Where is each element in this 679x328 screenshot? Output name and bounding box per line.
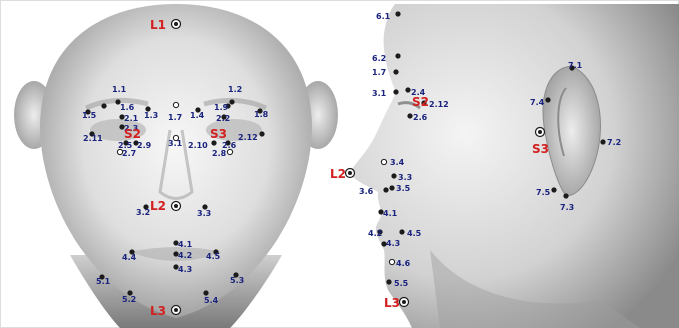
frontal-point-5-4-label: 5.4 (204, 296, 219, 305)
frontal-point-2-7-label: 2.7 (122, 149, 136, 158)
frontal-point-4-3-label: 4.3 (178, 265, 192, 274)
frontal-point-2-11-label: 2.11 (83, 134, 103, 143)
profile-point-4-6-marker (389, 259, 394, 264)
frontal-point-1-5-label: 1.5 (82, 111, 97, 120)
frontal-point-1-2-label: 1.2 (228, 85, 242, 94)
frontal-point-1-7-label: 1.7 (168, 113, 182, 122)
frontal-point-5-2-label: 5.2 (122, 295, 136, 304)
profile-point-5-5-marker (387, 280, 392, 285)
profile-point-3-5-label: 3.5 (396, 184, 411, 193)
profile-point-2-6-label: 2.6 (413, 113, 428, 122)
frontal-s2-label: S2 (124, 127, 141, 141)
frontal-point-5-3-label: 5.3 (230, 276, 244, 285)
frontal-point-1-6-marker (102, 104, 107, 109)
profile-point-4-3-label: 4.3 (386, 239, 400, 248)
profile-point-7-3-marker (564, 194, 569, 199)
profile-point-5-5-label: 5.5 (394, 279, 409, 288)
frontal-l3-target-center (174, 308, 178, 312)
profile-point-3-6-marker (384, 188, 389, 193)
profile-point-7-4-marker (546, 98, 551, 103)
profile-s3-target-center (538, 130, 542, 134)
profile-point-4-5-marker (400, 230, 405, 235)
profile-point-7-3-label: 7.3 (560, 203, 574, 212)
frontal-point-1-9-label: 1.9 (214, 103, 229, 112)
frontal-l1-target-center (174, 22, 178, 26)
frontal-l2-label: L2 (150, 199, 166, 213)
profile-point-3-1-label: 3.1 (372, 89, 387, 98)
frontal-point-4-5-label: 4.5 (206, 252, 221, 261)
frontal-point-1-2-marker (230, 100, 235, 105)
frontal-point-4-2-label: 4.2 (178, 251, 192, 260)
profile-point-7-2-label: 7.2 (607, 138, 621, 147)
frontal-l3-label: L3 (150, 304, 166, 318)
frontal-point-1-3-label: 1.3 (144, 111, 158, 120)
frontal-point-1-8-label: 1.8 (254, 110, 269, 119)
profile-point-4-6-label: 4.6 (396, 259, 411, 268)
frontal-l2-target-center (174, 204, 178, 208)
frontal-point-2-10-label: 2.10 (188, 141, 208, 150)
frontal-point-1-7-marker (173, 102, 178, 107)
frontal-point-2-12-label: 2.12 (238, 133, 258, 142)
profile-point-2-4-marker (406, 88, 411, 93)
frontal-point-4-4-label: 4.4 (122, 253, 137, 262)
profile-point-7-5-marker (552, 188, 557, 193)
profile-l3-target-center (402, 300, 406, 304)
frontal-point-4-1-label: 4.1 (178, 240, 193, 249)
frontal-l1-label: L1 (150, 18, 166, 32)
frontal-point-2-10-marker (212, 141, 217, 146)
frontal-point-2-12-marker (260, 132, 265, 137)
frontal-point-3-1-label: 3.1 (168, 139, 183, 148)
profile-point-7-5-label: 7.5 (536, 188, 551, 197)
frontal-point-2-2-label: 2.2 (216, 114, 230, 123)
profile-point-7-4-label: 7.4 (530, 98, 545, 107)
frontal-point-2-8-marker (227, 149, 232, 154)
profile-point-1-7-label: 1.7 (372, 68, 386, 77)
frontal-point-5-4-marker (204, 291, 209, 296)
profile-point-3-3-label: 3.3 (398, 173, 412, 182)
profile-point-6-1-label: 6.1 (376, 12, 391, 21)
frontal-point-5-1-label: 5.1 (96, 277, 111, 286)
frontal-point-1-4-label: 1.4 (190, 111, 205, 120)
profile-point-3-4-marker (381, 159, 386, 164)
profile-point-6-1-marker (396, 12, 401, 17)
profile-l2-target-center (348, 171, 352, 175)
profile-l2-label: L2 (330, 167, 346, 181)
profile-point-2-12-label: 2.12 (429, 100, 449, 109)
frontal-point-1-6-label: 1.6 (120, 103, 135, 112)
frontal-point-2-1-label: 2.1 (124, 114, 139, 123)
profile-point-4-5-label: 4.5 (407, 229, 422, 238)
frontal-s3-label: S3 (210, 127, 227, 141)
profile-point-3-5-marker (390, 186, 395, 191)
profile-point-4-2-label: 4.2 (368, 229, 382, 238)
profile-point-7-2-marker (601, 140, 606, 145)
profile-point-3-4-label: 3.4 (390, 158, 405, 167)
profile-point-6-2-marker (396, 54, 401, 59)
profile-point-3-6-label: 3.6 (359, 187, 374, 196)
frontal-point-1-1-label: 1.1 (112, 85, 127, 94)
profile-point-7-1-label: 7.1 (568, 61, 583, 70)
profile-s3-label: S3 (532, 142, 549, 156)
frontal-point-2-9-label: 2.9 (137, 141, 152, 150)
profile-s2-label: S2 (412, 95, 429, 109)
profile-point-6-2-label: 6.2 (372, 54, 386, 63)
frontal-point-3-2-label: 3.2 (136, 208, 150, 217)
profile-point-3-3-marker (392, 174, 397, 179)
profile-point-3-1-marker (394, 90, 399, 95)
profile-point-1-7-marker (394, 70, 399, 75)
profile-point-2-6-marker (408, 114, 413, 119)
frontal-point-2-8-label: 2.8 (212, 149, 227, 158)
frontal-point-3-3-label: 3.3 (197, 209, 211, 218)
profile-l3-label: L3 (384, 296, 400, 310)
profile-point-4-1-label: 4.1 (383, 209, 398, 218)
